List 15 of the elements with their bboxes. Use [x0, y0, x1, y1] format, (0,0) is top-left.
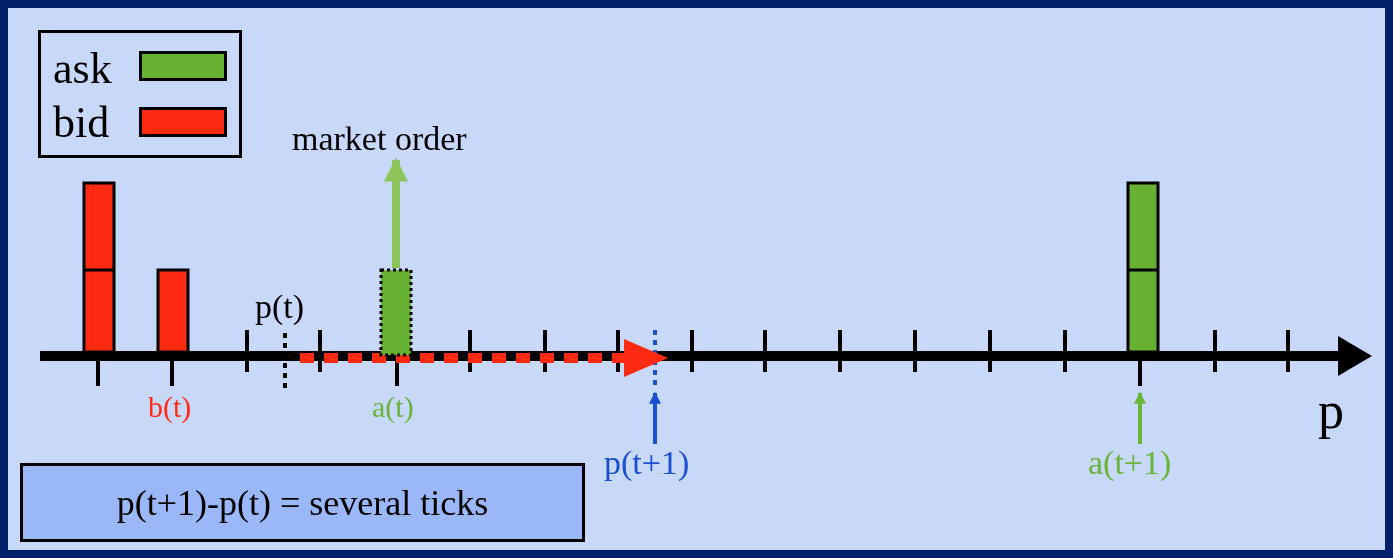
axis-label: p	[1318, 385, 1344, 437]
axis-label: a(t)	[372, 392, 414, 422]
arrow	[384, 157, 408, 268]
price-label: a(t+1)	[1088, 446, 1172, 480]
legend-label: ask	[53, 47, 112, 91]
leader-arrow	[1134, 391, 1146, 444]
note-text: p(t+1)-p(t) = several ticks	[116, 484, 489, 521]
axis-label: b(t)	[148, 392, 192, 422]
price-label: market order	[292, 122, 467, 156]
note-box	[20, 463, 585, 542]
price-label: p(t+1)	[604, 446, 690, 480]
axis-label: p(t)	[255, 290, 305, 324]
ask-bar	[379, 268, 413, 357]
leader-arrow	[649, 391, 661, 444]
legend-label: bid	[53, 101, 110, 145]
